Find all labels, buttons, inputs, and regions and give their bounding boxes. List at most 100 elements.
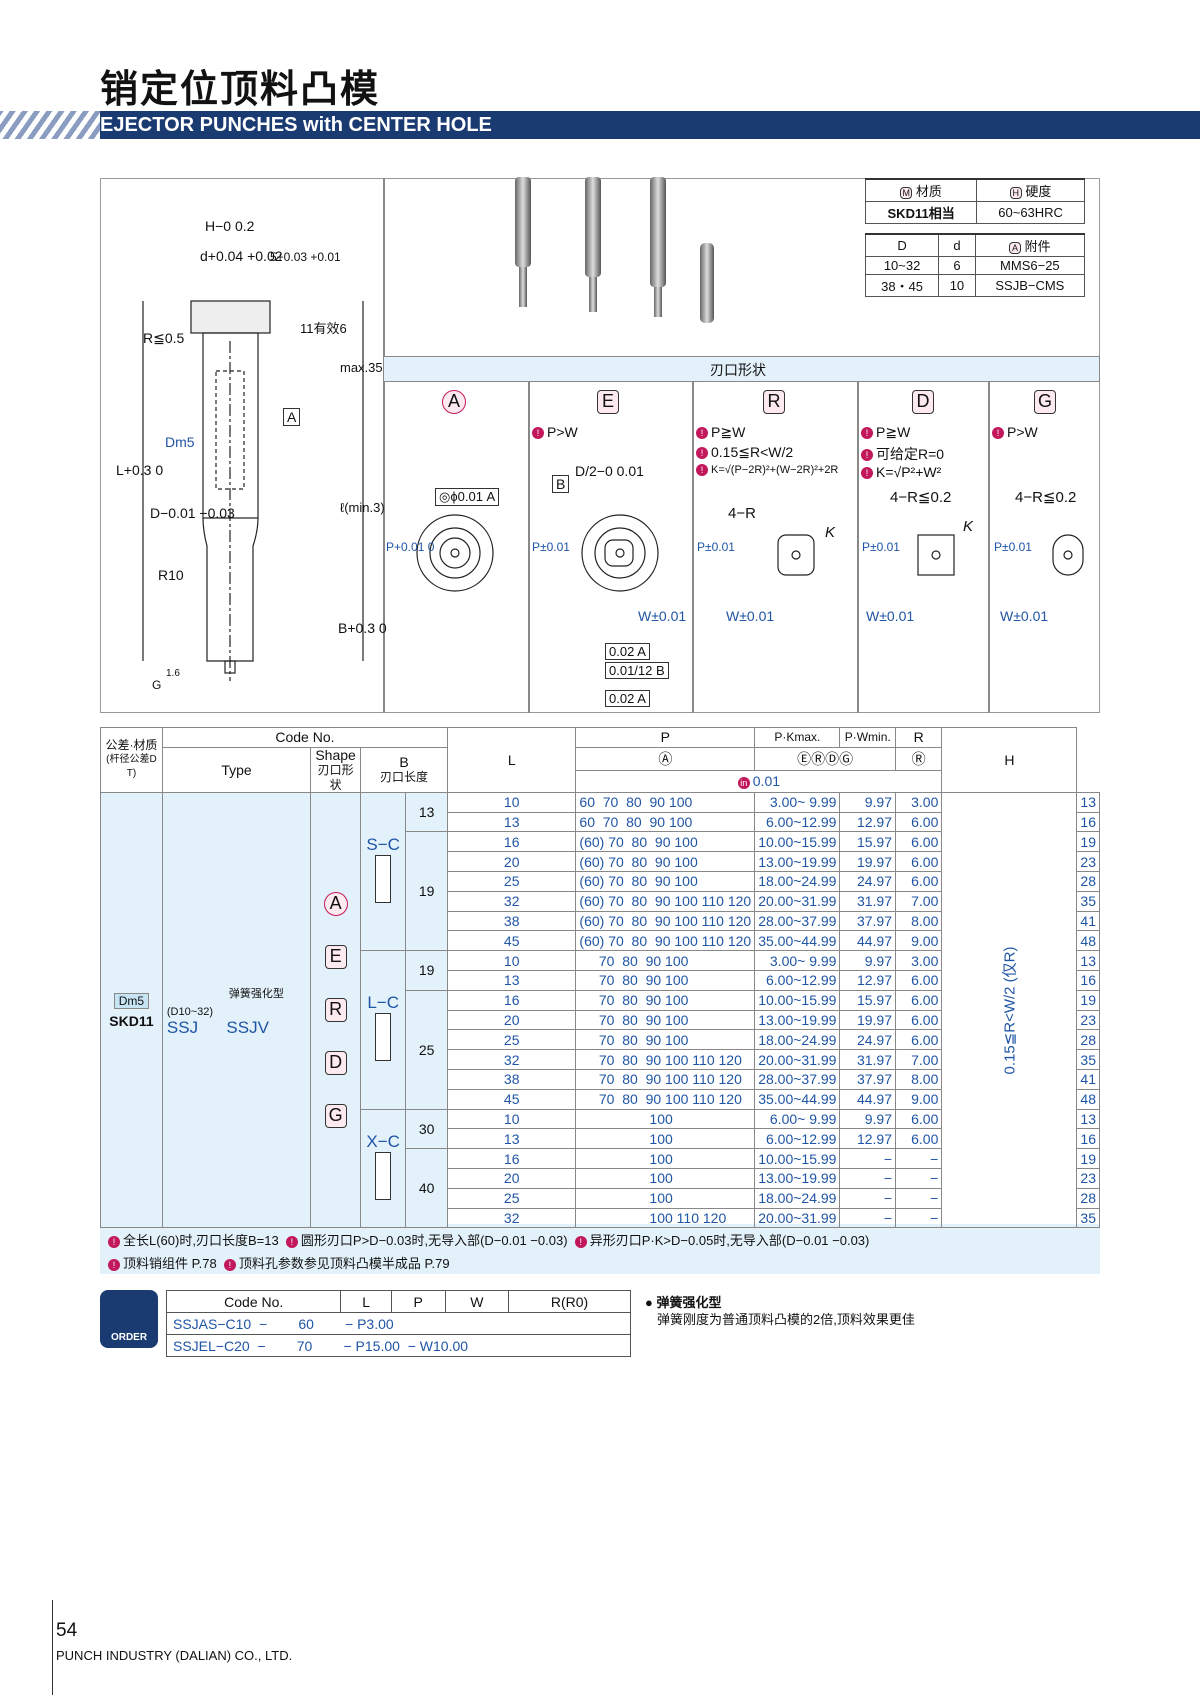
d-val: 10 [446,950,577,971]
d-val: 45 [446,1088,577,1110]
shape-g: G [324,1103,347,1128]
tip-g-dim2: P±0.01 [994,540,1032,554]
l-val: 70 80 90 100 110 120 [575,1088,756,1110]
h-val: 35 [1076,890,1100,912]
l-val: 60 70 80 90 100 [575,791,756,813]
pk-val: 12.97 [839,969,896,991]
pw-val: 6.00 [894,870,943,892]
pw-val: 8.00 [894,910,943,932]
p-val: 18.00~24.99 [754,1029,841,1051]
h-val: 23 [1076,851,1100,872]
pk-val: − [839,1148,896,1169]
h-val: 48 [1076,930,1100,952]
h-val: 16 [1076,1128,1100,1150]
th-sub-p: Ⓐ [575,746,756,771]
d-val: 13 [446,1128,577,1150]
tip-d-letter: D [912,390,934,414]
d-val: 20 [446,1009,577,1031]
d-val: 38 [446,910,577,932]
p-val: 35.00~44.99 [754,930,841,952]
d-val: 45 [446,930,577,952]
b-val: 25 [405,989,448,1110]
dim-max35: max.35 [340,360,383,375]
divider-v4 [857,382,859,713]
note-text: 异形刃口P·K>D−0.05时,无导入部(D−0.01 −0.03) [589,1233,870,1248]
tip-d-cond3: !K=√P²+W² [861,464,941,480]
spec-table: 公差·材质(杆径公差D T) Code No. L P P·Kmax. P·Wm… [100,727,1100,1229]
note-text: 圆形刃口P>D−0.03时,无导入部(D−0.01 −0.03) [300,1233,568,1248]
pk-val: 37.97 [839,910,896,932]
acc-cell: SSJB−CMS [974,274,1086,297]
h-val: 23 [1076,1009,1100,1031]
pk-val: 9.97 [839,950,896,971]
b-val: 19 [405,831,448,952]
d-val: 32 [446,890,577,912]
tip-g-dim3: W±0.01 [1000,608,1049,624]
tip-e-dim2: B [552,475,570,493]
tip-d-dim4: K [963,518,974,535]
tip-d-dim1: 4−R≦0.2 [890,489,952,506]
tip-e-dim6: 0.01/12 B [605,662,669,679]
pw-val: − [894,1148,943,1169]
cond-text: P≧W [711,424,746,440]
cond-text: P≧W [876,424,911,440]
pw-val: 6.00 [894,1009,943,1031]
tip-g-letter: G [1034,390,1056,414]
l-val: (60) 70 80 90 100 [575,851,756,872]
h-val: 19 [1076,989,1100,1011]
divider-v3 [692,382,694,713]
dim-d: d+0.04 +0.02 [200,248,283,264]
tip-r-cond3: !K=√(P−2R)²+(W−2R)²+2R [696,464,838,477]
pw-val: 9.00 [894,930,943,952]
type-ssj: SSJ [166,1018,199,1038]
th-code: Code No. [161,727,449,748]
l-val: (60) 70 80 90 100 [575,870,756,892]
l-val: 100 [575,1148,756,1169]
note-text: 顶料销组件 P.78 [123,1256,217,1271]
tip-r-dim4: K [825,524,836,541]
datum-a: A [283,408,301,426]
th-shape: Shape [315,746,356,763]
pw-val: 6.00 [894,1029,943,1051]
cond-text: 可给定R=0 [876,446,945,462]
shape-e: E [324,944,347,969]
pw-val: 6.00 [894,989,943,1011]
mat-dm5: Dm5 [113,992,150,1009]
b-val: 40 [405,1148,448,1229]
type-note: 弹簧强化型(D10~32) [166,988,284,1019]
p-val: 20.00~31.99 [754,890,841,912]
order-row-2: SSJEL−C20 − 70 − P15.00 − W10.00 [166,1334,631,1357]
d-val: 10 [446,1108,577,1130]
p-val: 13.00~19.99 [754,1167,841,1189]
order-h: L [340,1290,392,1313]
p-val: 6.00~12.99 [754,1128,841,1150]
tip-d-cond1: !P≧W [861,424,910,441]
tip-r-cond1: !P≧W [696,424,745,441]
pw-val: 3.00 [894,791,943,813]
pk-val: 24.97 [839,870,896,892]
group-2: X−C [366,1131,400,1151]
l-val: 70 80 90 100 [575,950,756,971]
tip-letter: D [912,390,934,414]
tip-r-letter: R [763,390,785,414]
d-val: 25 [446,1029,577,1051]
pw-val: 6.00 [894,969,943,991]
pk-val: 24.97 [839,1029,896,1051]
group-0: S−C [366,834,400,854]
type-ssjv: SSJV [226,1018,269,1038]
p-val: 3.00~ 9.99 [754,950,841,971]
order-cell: − [343,1337,352,1354]
h-val: 35 [1076,1207,1100,1229]
pk-val: 9.97 [839,1108,896,1130]
order-h: Code No. [165,1290,342,1313]
l-val: (60) 70 80 90 100 [575,831,756,853]
th-pk: P·Kmax. [754,727,841,748]
order-cell: P15.00 [355,1337,400,1354]
h-val: 28 [1076,1029,1100,1051]
l-val: 70 80 90 100 [575,1009,756,1031]
pk-val: 15.97 [839,831,896,853]
